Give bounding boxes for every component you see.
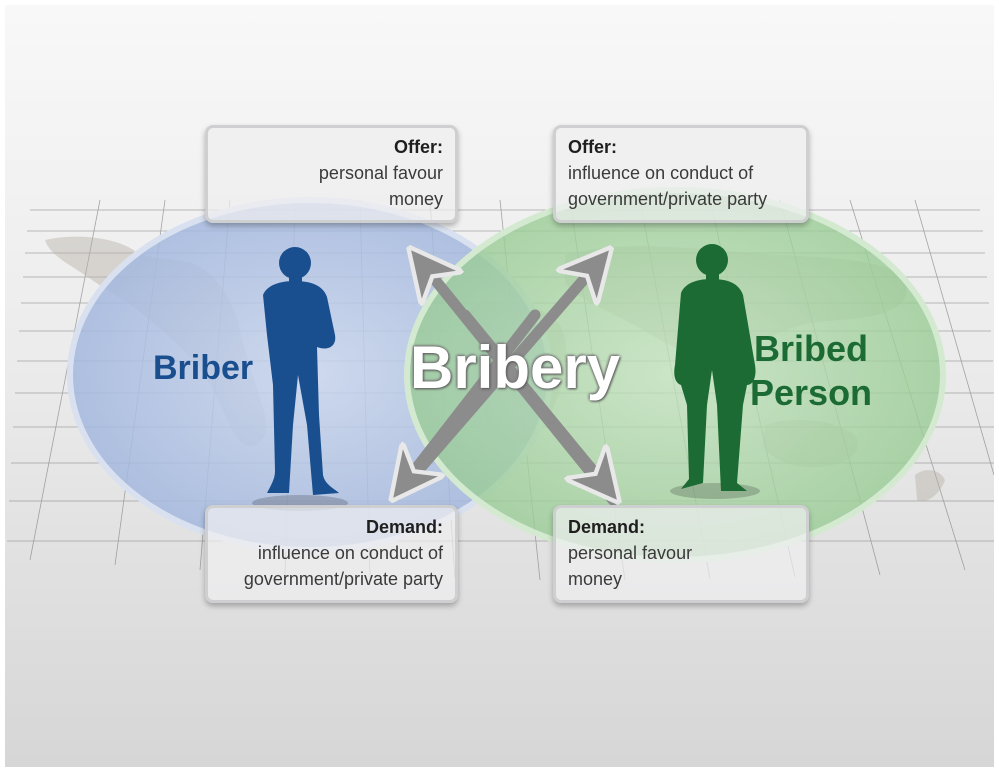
bribed-offer-box: Offer: influence on conduct of governmen… xyxy=(553,125,809,223)
bribed-offer-line-1: influence on conduct of xyxy=(568,163,754,183)
bribed-person-label: Bribed Person xyxy=(750,327,872,415)
briber-demand-box: Demand: influence on conduct of governme… xyxy=(205,505,458,603)
briber-demand-line-1: influence on conduct of xyxy=(257,543,443,563)
briber-demand-heading: Demand: xyxy=(365,517,443,537)
briber-offer-box: Offer: personal favour money xyxy=(205,125,458,223)
exchange-arrows xyxy=(397,255,613,500)
bribery-title: Bribery xyxy=(410,334,621,401)
bribed-offer-heading: Offer: xyxy=(568,137,617,157)
bribed-demand-line-1: personal favour xyxy=(568,543,693,563)
bribed-offer-line-2: government/private party xyxy=(568,189,768,209)
bribery-diagram: Offer: personal favour money Offer: infl… xyxy=(5,5,994,767)
briber-offer-heading: Offer: xyxy=(394,137,443,157)
bribed-demand-box: Demand: personal favour money xyxy=(553,505,809,603)
bribed-demand-heading: Demand: xyxy=(568,517,646,537)
briber-demand-line-2: government/private party xyxy=(243,569,443,589)
bribed-label-line-1: Bribed xyxy=(754,328,869,369)
bribed-demand-line-2: money xyxy=(568,569,623,589)
briber-offer-line-1: personal favour xyxy=(318,163,443,183)
bribed-label-line-2: Person xyxy=(750,372,873,413)
briber-label: Briber xyxy=(153,349,254,387)
briber-offer-line-2: money xyxy=(388,189,443,209)
bribed-silhouette-icon xyxy=(670,244,760,499)
world-grid-background xyxy=(7,187,994,581)
